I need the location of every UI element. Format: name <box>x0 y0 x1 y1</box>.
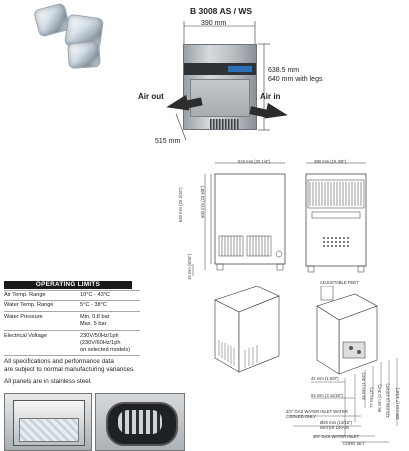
front-view-drawing <box>192 162 286 276</box>
width-dimension-label: 390 mm <box>201 20 227 27</box>
spec-value-2: Max. 5 bar <box>80 321 107 327</box>
air-in-label: Air in <box>260 92 281 101</box>
front-width-label: 515 mm (20 1/4") <box>238 159 271 164</box>
front-legs-label: 15 mm (9/16") <box>187 253 192 280</box>
ice-cubes-photo <box>30 2 110 72</box>
spec-row-water-pressure: Water Pressure Min. 0.8 bar Max. 5 bar <box>4 311 140 330</box>
ice-machine-illustration <box>183 44 257 130</box>
depth-dimension-label: 515 mm <box>155 138 181 145</box>
water-inlet-label: 3/4" GAS WATER INLET <box>313 434 360 439</box>
spec-label: Air Temp. Range <box>4 292 46 298</box>
side-view-drawing <box>305 162 367 273</box>
panels-note: All panels are in stainless steel. <box>4 378 92 385</box>
iso-dim-77: 77 mm (3") <box>369 387 374 408</box>
water-drain-label: Ø20 mm (13/16") WATER DRAIN <box>320 420 352 430</box>
spec-row-voltage: Electrical Voltage 230V/50Hz/1ph (230V/6… <box>4 330 140 356</box>
vent-grille <box>210 119 240 129</box>
air-out-label: Air out <box>138 92 164 101</box>
height-with-legs-label: 640 mm with legs <box>268 76 323 83</box>
spec-value-2: (230V/60Hz/1ph <box>80 340 121 346</box>
ice-cube-3 <box>67 40 101 70</box>
iso-dim-180: 180 mm (7 1/16") <box>395 387 400 420</box>
water-inlet-cooled-label: 3/4" GAS WATER INLET WATER COOLED ONLY <box>286 409 348 419</box>
isometric-view-drawing <box>214 286 398 443</box>
evaporator-photo <box>95 393 185 451</box>
spec-row-air-temp: Air Temp. Range 10°C - 43°C <box>4 290 140 301</box>
front-height-total-label: 640 mm (25 3/16") <box>178 187 183 222</box>
iso-dim-41: 41 mm (1 5/8") <box>311 376 339 381</box>
ice-bin <box>19 418 79 442</box>
iso-dim-94: 94 mm (3 11/16") <box>311 393 343 398</box>
front-height-body-label: 600 mm (23 5/8") <box>200 185 205 218</box>
height-dimension-label: 638.5 mm <box>268 67 300 74</box>
spec-value: Min. 0.8 bar <box>80 314 110 320</box>
iso-dim-96: 96 mm (3 3/4") <box>377 384 382 412</box>
spec-value-3: on selected models) <box>80 347 131 353</box>
spec-value: 5°C - 38°C <box>80 302 107 308</box>
evaporator-cups <box>118 410 162 434</box>
iso-dim-44: 44 mm (1 3/4") <box>361 372 366 400</box>
interior-photo <box>4 393 92 451</box>
adjustable-feet-label: ADJUSTABLE FEET <box>320 280 359 285</box>
spec-note-line-2: are subject to normal manufacturing vari… <box>4 366 135 373</box>
spec-value: 230V/50Hz/1ph <box>80 333 119 339</box>
spec-note-line-1: All specifications and performance data <box>4 358 114 365</box>
model-title: B 3008 AS / WS <box>190 6 253 16</box>
side-width-label: 390 mm (15 3/8") <box>314 159 347 164</box>
spec-label: Electrical Voltage <box>4 333 47 339</box>
brand-logo <box>228 66 252 72</box>
spec-label: Water Temp. Range <box>4 302 54 308</box>
iso-dim-122: 122 mm (4 13/16") <box>385 383 390 418</box>
cord-set-label: CORD SET <box>343 441 365 446</box>
spec-label: Water Pressure <box>4 314 43 320</box>
spec-row-water-temp: Water Temp. Range 5°C - 38°C <box>4 300 140 311</box>
spec-value: 10°C - 43°C <box>80 292 110 298</box>
operating-limits-title: OPERATING LIMITS <box>4 281 132 289</box>
